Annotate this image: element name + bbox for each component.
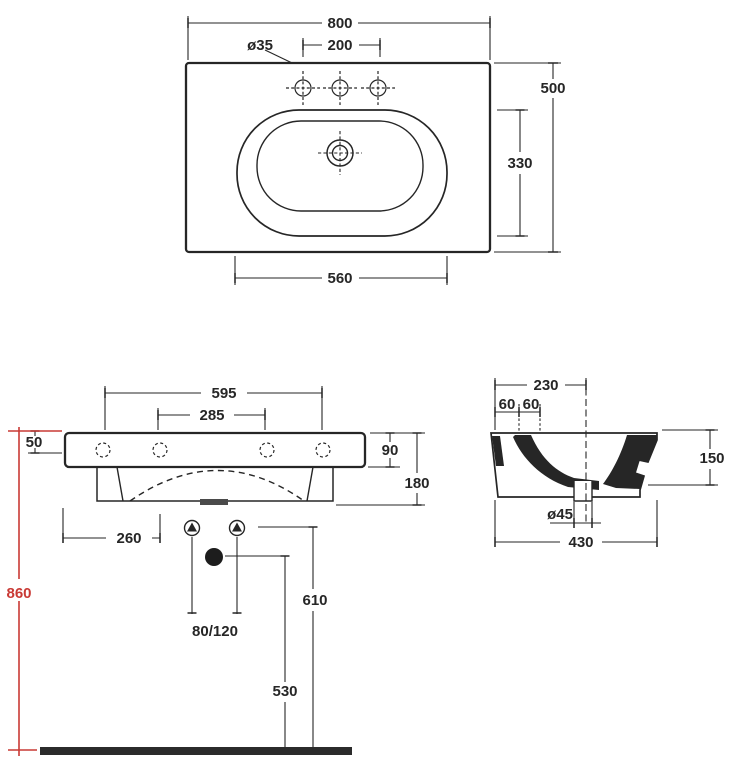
bowl-outer-rim	[236, 109, 448, 237]
dim-overall-height: 180	[404, 475, 429, 492]
faucet-hole-icon	[331, 79, 349, 97]
fixing-holes	[95, 442, 331, 458]
faucet-hole-icon	[294, 79, 312, 97]
section-back-wall	[492, 436, 504, 466]
fixing-hole-icon	[152, 442, 168, 458]
basin-skirt-inner-edges	[116, 466, 314, 502]
water-supply-symbols	[183, 519, 246, 537]
dim-drain-from-back: 230	[533, 377, 558, 394]
dim-overflow-a: 60	[499, 396, 516, 413]
top-dimension-ticks	[187, 18, 558, 283]
front-dimension-lines	[34, 392, 418, 750]
dim-supply-height: 610	[302, 592, 327, 609]
dim-overflow-b: 60	[523, 396, 540, 413]
dim-fixing-inner-span: 285	[199, 407, 224, 424]
faucet-hole-centerlines	[286, 71, 395, 105]
floor-line	[40, 747, 352, 755]
dim-overall-width: 800	[327, 15, 352, 32]
countertop-outline	[184, 61, 492, 254]
dim-hole-spacing: 200	[327, 37, 352, 54]
drain-symbol	[318, 131, 362, 175]
dim-fixing-span: 595	[211, 385, 236, 402]
dim-overall-depth: 500	[540, 80, 565, 97]
dim-mounting-height: 860	[6, 585, 31, 602]
faucet-hole-icon	[369, 79, 387, 97]
dim-hole-top-offset: 50	[26, 434, 43, 451]
drain-stub	[200, 499, 228, 505]
dim-side-overall-depth: 430	[568, 534, 593, 551]
section-front-wall	[603, 435, 657, 489]
dim-bowl-width: 560	[327, 270, 352, 287]
side-view: 230 60 60 150 ø45 430	[490, 377, 725, 551]
basin-front-outline	[63, 431, 367, 469]
faucet-holes	[286, 71, 395, 105]
dim-rim-band-height: 90	[382, 442, 399, 459]
fixing-hole-icon	[315, 442, 331, 458]
fixing-hole-icon	[95, 442, 111, 458]
waste-outlet-dot-icon	[205, 548, 223, 566]
dim-drain-hole-diameter: ø45	[547, 506, 573, 523]
mounting-height-dimension-red	[8, 427, 62, 756]
dim-drain-trap-height: 530	[272, 683, 297, 700]
dim-front-apron-height: 150	[699, 450, 724, 467]
fixing-hole-icon	[259, 442, 275, 458]
basin-underside-dashed-arc	[129, 469, 305, 502]
dim-bowl-depth: 330	[507, 155, 532, 172]
side-extension-lines	[494, 378, 718, 547]
top-view: 800 ø35 200 330 500 560	[184, 15, 566, 287]
dim-hole-diameter: ø35	[247, 37, 273, 54]
dim-left-offset: 260	[116, 530, 141, 547]
top-dimension-lines	[188, 22, 554, 279]
dim-supply-spacing: 80/120	[192, 623, 238, 640]
front-view: 595 285 50 90 180 260 860 610 80/120 530	[6, 385, 430, 756]
section-bowl-wall	[513, 435, 599, 490]
section-drain-stub	[573, 481, 593, 502]
bowl-inner-rim	[256, 120, 424, 212]
side-dimension-lines	[495, 384, 711, 543]
